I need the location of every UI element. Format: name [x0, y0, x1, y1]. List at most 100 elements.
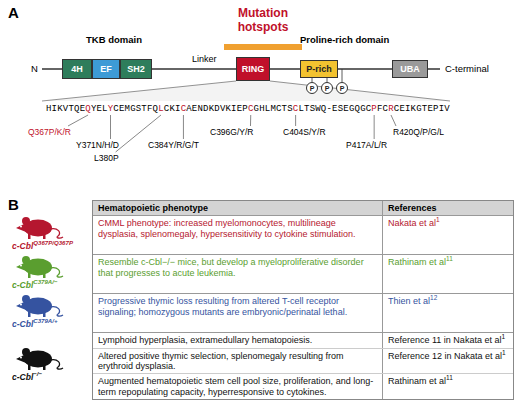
- header-text: References: [388, 203, 437, 213]
- mutation-tick: [110, 115, 111, 139]
- node-label: P-rich: [306, 64, 332, 74]
- phospho-circle: P: [336, 82, 348, 94]
- phenotype-text: Resemble c-Cbl−/− mice, but develop a my…: [98, 257, 364, 277]
- domain-box: P-rich: [300, 60, 338, 78]
- hotspot-bar: [224, 44, 302, 50]
- phenotype-text: Altered positive thymic selection, splen…: [98, 351, 344, 371]
- reference-text: Rathinam et al: [388, 376, 446, 386]
- mutation-tick: [374, 115, 375, 139]
- genotype-row: Resemble c-Cbl−/− mice, but develop a my…: [93, 254, 513, 293]
- reference-cell: Rathinam et al11: [383, 255, 513, 293]
- phenotype-cell: CMML phenotype: increased myelomonocytes…: [93, 216, 383, 254]
- header-cell: References: [383, 201, 513, 215]
- mutation-tick: [391, 115, 396, 126]
- panel-letter: A: [8, 4, 19, 21]
- reference-text: Thien et al: [388, 296, 430, 306]
- phenotype-text: CMML phenotype: increased myelomonocytes…: [98, 218, 355, 238]
- reference-number: 1: [436, 216, 440, 223]
- reference-number: 11: [446, 255, 453, 262]
- phenotype-cell: Altered positive thymic selection, splen…: [93, 349, 383, 374]
- phospho-circle: P: [321, 82, 333, 94]
- node-label: P: [310, 85, 315, 92]
- mutation-label: R420Q/P/G/L: [393, 127, 444, 137]
- genotype-row: CMML phenotype: increased myelomonocytes…: [93, 215, 513, 254]
- mutation-tick: [68, 115, 88, 126]
- genotype-row: Lymphoid hyperplasia, extramedullary hem…: [93, 332, 513, 399]
- gene-name: c-Cbl: [12, 241, 33, 251]
- zoom-line: [270, 81, 450, 101]
- reference-number: 1: [502, 349, 506, 356]
- gene-name: c-Cbl: [12, 372, 33, 382]
- reference-cell: Reference 12 in Nakata et al1: [383, 349, 513, 374]
- table-row: Augmented hematopoietic stem cell pool s…: [93, 373, 513, 399]
- phenotype-cell: Progressive thymic loss resulting from a…: [93, 294, 383, 332]
- reference-text: Reference 12 in Nakata et al: [388, 351, 502, 361]
- reference-text: Rathinam et al: [388, 257, 446, 267]
- node-label: SH2: [127, 64, 145, 74]
- mutation-label: L380P: [94, 153, 119, 163]
- phenotype-text: Progressive thymic loss resulting from a…: [98, 296, 347, 316]
- domain-box: RING: [236, 57, 270, 81]
- phospho-stalk: [342, 69, 343, 82]
- phenotype-text: Augmented hematopoietic stem cell pool s…: [98, 376, 373, 396]
- reference-cell: Reference 11 in Nakata et al1: [383, 333, 513, 347]
- linker-label: Linker: [192, 54, 217, 64]
- genotype-row: Progressive thymic loss resulting from a…: [93, 293, 513, 332]
- domain-group-label: TKB domain: [86, 34, 142, 45]
- reference-number: 1: [501, 333, 505, 340]
- reference-cell: Rathinam et al11: [383, 374, 513, 399]
- mutation-label: Y371N/H/D: [76, 140, 119, 150]
- table-row: Altered positive thymic selection, splen…: [93, 348, 513, 374]
- mutation-label: C384Y/R/G/T: [148, 140, 199, 150]
- hotspot-title: Mutation hotspots: [228, 6, 298, 34]
- reference-text: Reference 11 in Nakata et al: [388, 335, 501, 345]
- table-row: Resemble c-Cbl−/− mice, but develop a my…: [93, 255, 513, 293]
- node-label: P: [325, 85, 330, 92]
- mutation-label: C396G/Y/R: [210, 127, 253, 137]
- node-label: 4H: [71, 64, 83, 74]
- table-row: Progressive thymic loss resulting from a…: [93, 294, 513, 332]
- node-label: P: [340, 85, 345, 92]
- domain-box: UBA: [392, 60, 428, 78]
- table-row: CMML phenotype: increased myelomonocytes…: [93, 216, 513, 254]
- table-header: Hematopoietic phenotype References: [93, 201, 513, 215]
- zoom-wedge: [42, 81, 450, 101]
- terminus-label: C-terminal: [445, 63, 489, 74]
- allele: C379A/−: [33, 278, 57, 285]
- mutation-label: C404S/Y/R: [283, 127, 326, 137]
- mutation-label: Q367P/K/R: [28, 127, 71, 137]
- phenotype-cell: Lymphoid hyperplasia, extramedullary hem…: [93, 333, 383, 347]
- allele: C379A/+: [33, 317, 57, 324]
- mutation-tick: [295, 115, 296, 126]
- header-text: Hematopoietic phenotype: [98, 203, 208, 213]
- mutation-tick: [250, 115, 251, 126]
- zoom-line: [42, 81, 236, 101]
- terminus-label: N: [31, 63, 38, 74]
- reference-cell: Thien et al12: [383, 294, 513, 332]
- node-label: UBA: [400, 64, 420, 74]
- phenotype-cell: Resemble c-Cbl−/− mice, but develop a my…: [93, 255, 383, 293]
- sequence: HIKVTQEQYELYCEMGSTFQLCKICAENDKDVKIEPCGHL…: [46, 104, 450, 114]
- allele: Q367P/Q367P: [33, 239, 73, 246]
- node-label: RING: [242, 64, 265, 74]
- phenotype-text: Lymphoid hyperplasia, extramedullary hem…: [98, 335, 312, 345]
- panel-letter: B: [8, 196, 19, 213]
- allele: −/−: [33, 370, 42, 377]
- reference-cell: Nakata et al1: [383, 216, 513, 254]
- mutation-label: P417A/L/R: [346, 140, 387, 150]
- phospho-circle: P: [306, 82, 318, 94]
- genotype-label: c-CblC379A/+: [12, 319, 58, 329]
- domain-box: SH2: [120, 59, 152, 79]
- gene-name: c-Cbl: [12, 319, 33, 329]
- header-cell: Hematopoietic phenotype: [93, 201, 383, 215]
- domain-group-label: Proline-rich domain: [300, 34, 389, 45]
- gene-name: c-Cbl: [12, 280, 33, 290]
- phenotype-cell: Augmented hematopoietic stem cell pool s…: [93, 374, 383, 399]
- reference-text: Nakata et al: [388, 218, 436, 228]
- reference-number: 12: [430, 294, 437, 301]
- phenotype-table: Hematopoietic phenotype ReferencesCMML ph…: [92, 200, 514, 400]
- mutation-tick: [183, 115, 184, 139]
- table-row: Lymphoid hyperplasia, extramedullary hem…: [93, 333, 513, 347]
- genotype-label: c-CblC379A/−: [12, 280, 58, 290]
- domain-box: EF: [92, 59, 120, 79]
